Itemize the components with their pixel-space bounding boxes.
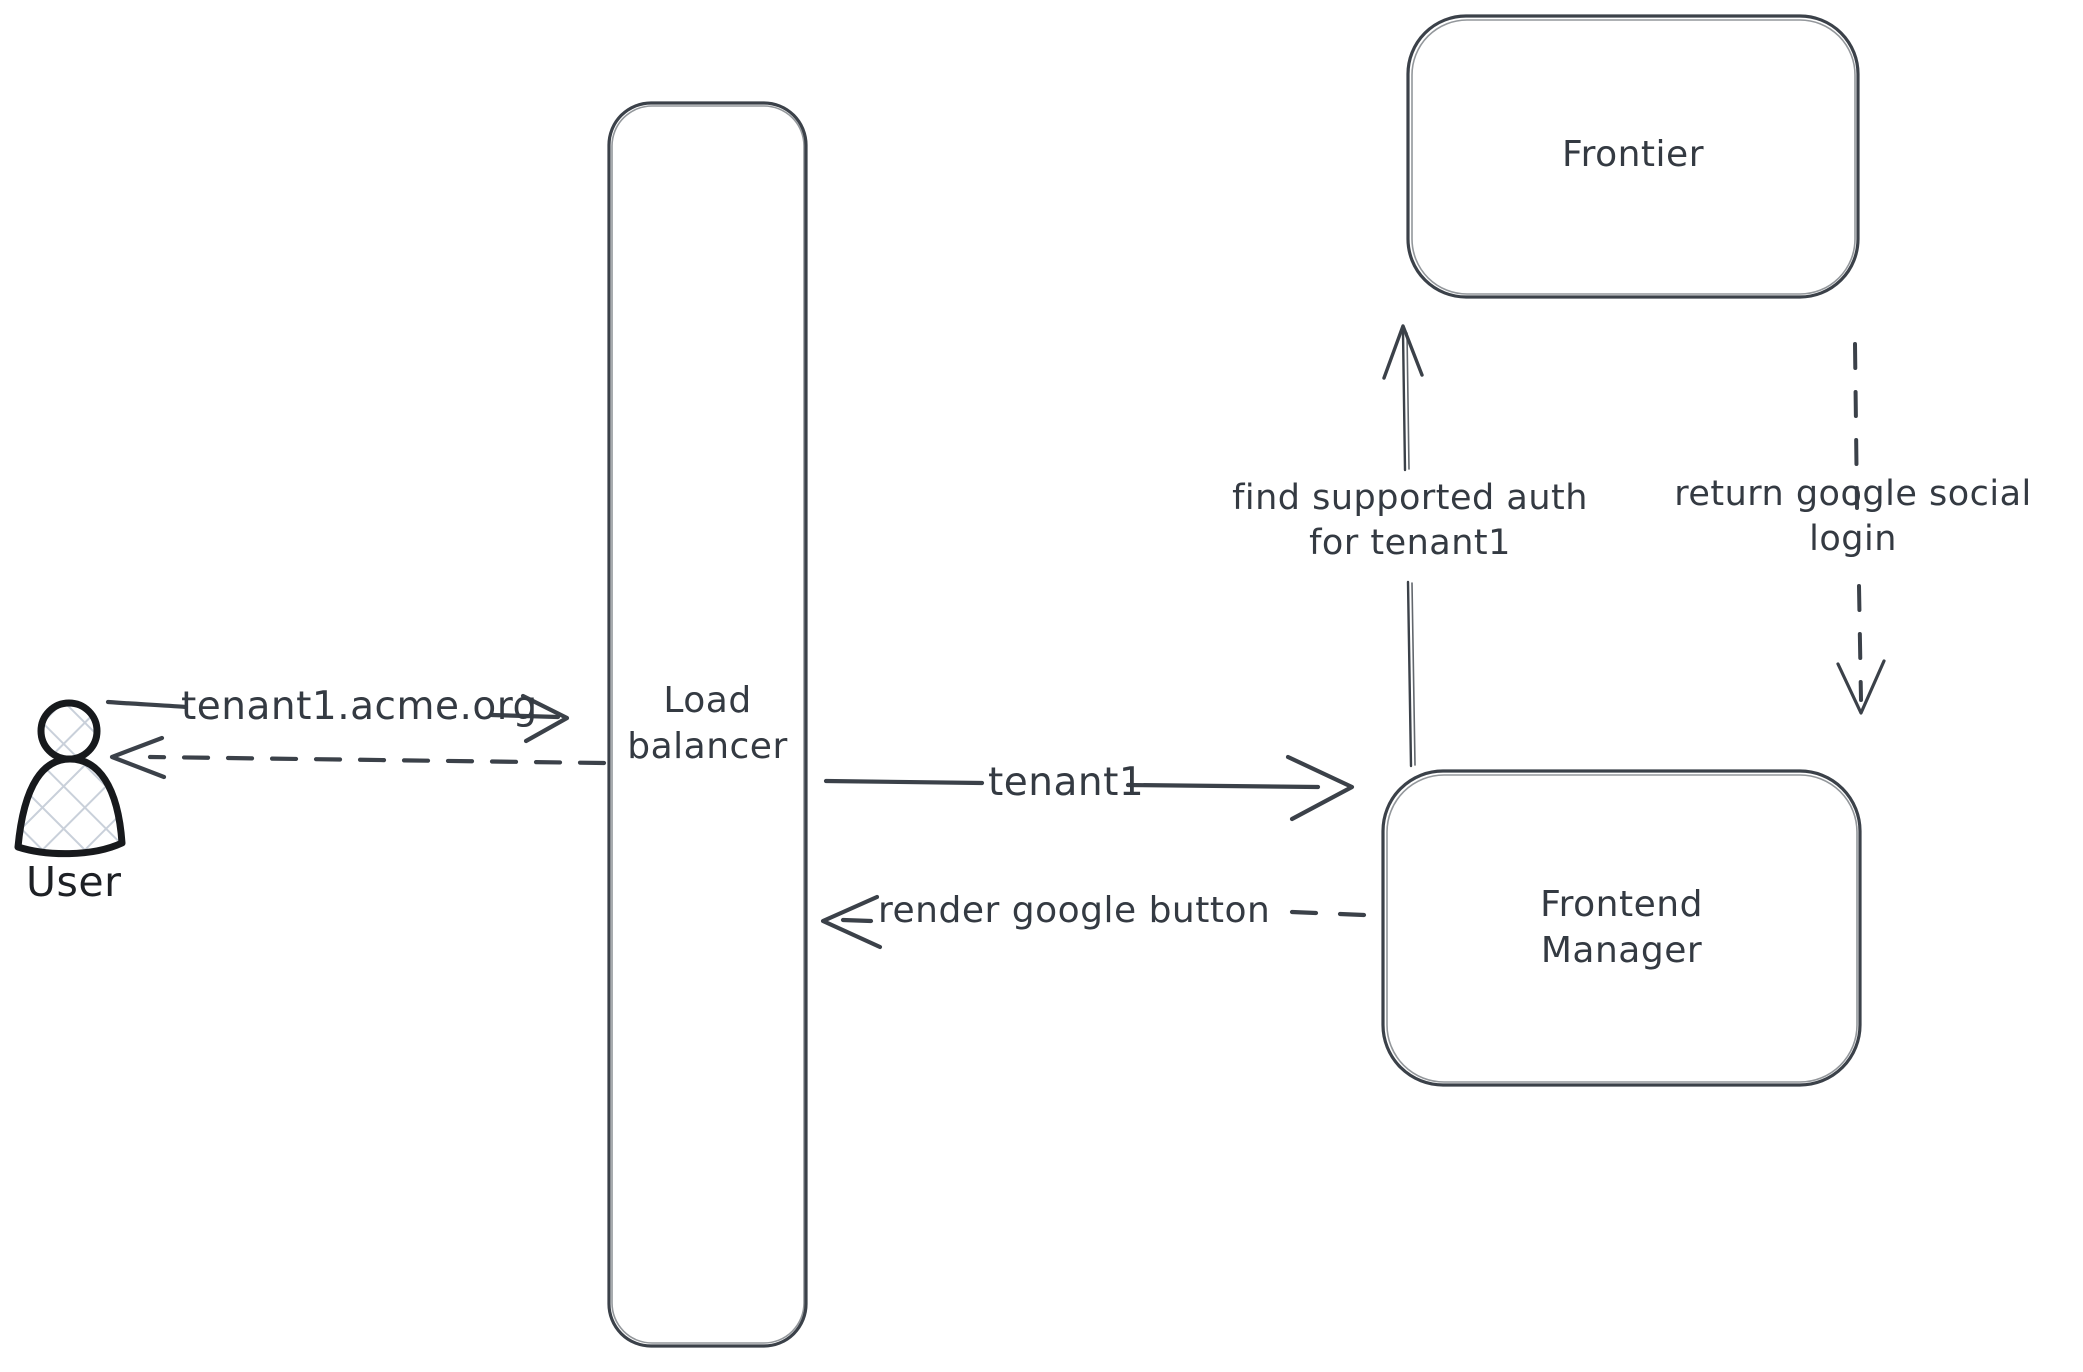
arrow-tenant1-acme-org — [105, 693, 570, 744]
frontend-manager-label: Frontend Manager — [1383, 882, 1860, 974]
edge-label-render-google-button: render google button — [878, 890, 1271, 931]
arrow-tenant1 — [823, 754, 1355, 822]
user-head — [37, 699, 101, 763]
frontier-box — [1406, 14, 1860, 299]
user-label: User — [26, 858, 122, 906]
load-balancer-label-line1: Load — [663, 680, 752, 721]
frontend-manager-box — [1381, 769, 1862, 1087]
frontend-manager-label-line1: Frontend — [1540, 884, 1703, 925]
arrow-render-google-button — [820, 894, 1367, 950]
arrow-find-supported-auth — [1382, 324, 1424, 768]
arrow-return-google-social-login — [1836, 342, 1886, 715]
edge-label-find-supported-auth-line1: find supported auth — [1232, 478, 1588, 518]
frontend-manager-label-line2: Manager — [1540, 930, 1703, 971]
load-balancer-label-line2: balancer — [627, 726, 788, 767]
edge-label-tenant1: tenant1 — [988, 760, 1145, 805]
edge-label-tenant1-acme-org: tenant1.acme.org — [181, 684, 538, 729]
edge-label-return-google-social-login-line1: return google social — [1674, 474, 2032, 514]
edge-label-return-google-social-login: return google social login — [1603, 472, 2083, 562]
load-balancer-label: Load balancer — [609, 678, 806, 770]
frontier-label: Frontier — [1561, 134, 1704, 175]
user-body — [14, 755, 126, 858]
user-figure-icon — [14, 699, 126, 858]
arrow-response-to-user — [109, 735, 607, 780]
edge-label-find-supported-auth-line2: for tenant1 — [1309, 523, 1511, 563]
edge-label-find-supported-auth: find supported auth for tenant1 — [1160, 476, 1660, 566]
load-balancer-box — [607, 101, 808, 1348]
edge-label-return-google-social-login-line2: login — [1809, 519, 1897, 559]
